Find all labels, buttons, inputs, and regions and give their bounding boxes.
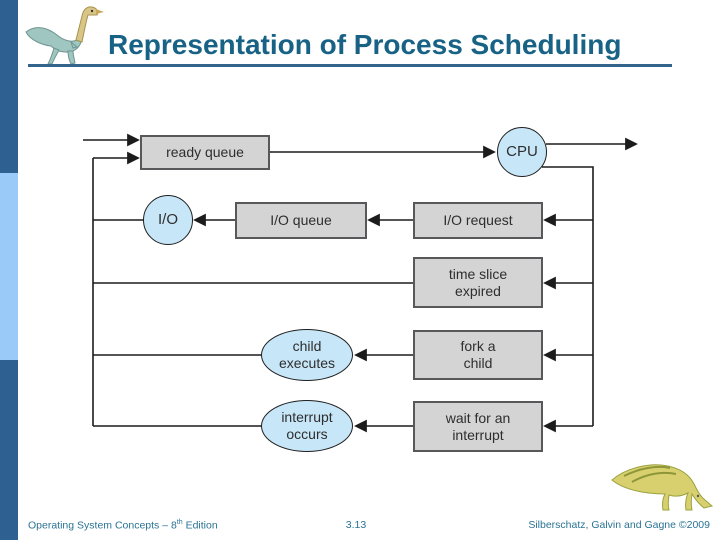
node-io: I/O bbox=[143, 195, 193, 245]
title-underline bbox=[28, 64, 672, 67]
node-io-request: I/O request bbox=[413, 202, 543, 239]
accent-bar-bottom bbox=[0, 360, 18, 540]
node-interrupt-occurs: interrupt occurs bbox=[261, 400, 353, 452]
footer-edition-superscript: th bbox=[176, 519, 183, 526]
line-cpu-to-right-vertical bbox=[542, 166, 594, 426]
node-fork-a-child: fork a child bbox=[413, 330, 543, 380]
node-ready-queue: ready queue bbox=[140, 135, 270, 170]
footer-book-title: Operating System Concepts – 8th Edition bbox=[28, 519, 218, 532]
footer-edition-rest: Edition bbox=[182, 519, 218, 532]
dinosaur-footer-icon bbox=[611, 464, 714, 511]
footer-page-number: 3.13 bbox=[345, 519, 367, 531]
accent-bar-top bbox=[0, 0, 18, 173]
dinosaur-logo-icon bbox=[25, 6, 104, 65]
accent-bar-middle bbox=[0, 173, 18, 360]
node-cpu: CPU bbox=[497, 127, 547, 177]
node-wait-for-interrupt: wait for an interrupt bbox=[413, 401, 543, 452]
footer-book-text: Operating System Concepts – 8 bbox=[28, 519, 177, 532]
node-child-executes: child executes bbox=[261, 329, 353, 381]
node-time-slice-expired: time slice expired bbox=[413, 257, 543, 308]
node-io-queue: I/O queue bbox=[235, 202, 367, 239]
page-title: Representation of Process Scheduling bbox=[108, 29, 622, 60]
footer-authors: Silberschatz, Galvin and Gagne ©2009 bbox=[528, 519, 710, 531]
